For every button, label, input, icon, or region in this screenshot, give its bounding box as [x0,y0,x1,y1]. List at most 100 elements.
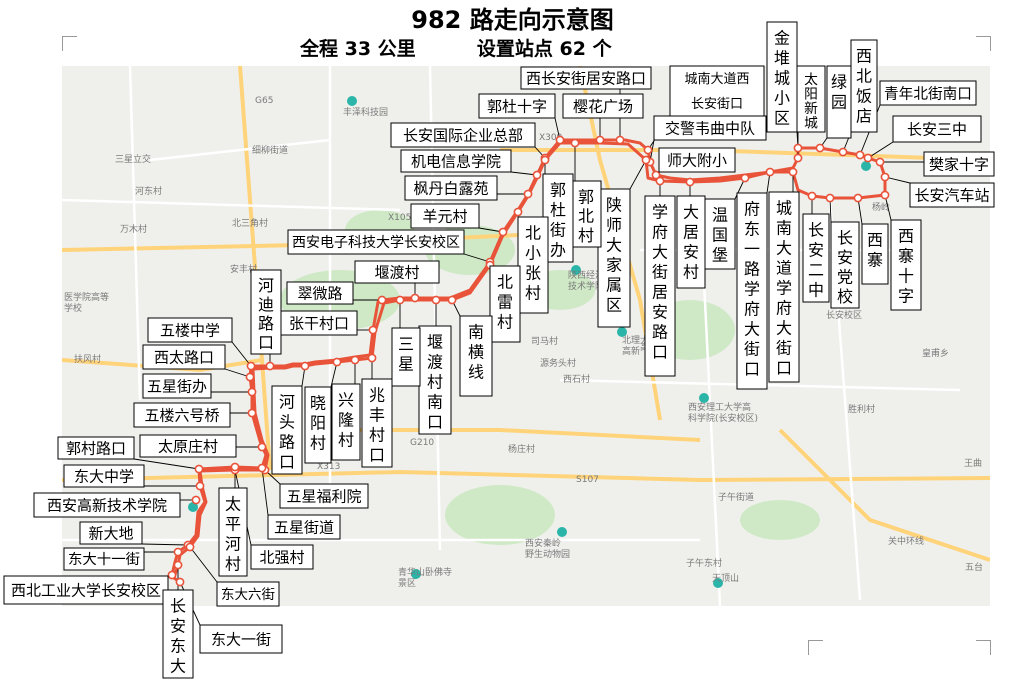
bus-stop-marker[interactable] [570,138,580,148]
stop-label[interactable]: 新大地 [79,521,143,545]
bus-stop-marker[interactable] [195,481,205,491]
stop-label[interactable]: 樱花广场 [562,93,644,119]
bus-stop-marker[interactable] [793,143,803,153]
stop-label[interactable]: 东大十一街 [63,547,145,571]
bus-stop-marker[interactable] [245,372,255,382]
stop-label[interactable]: 北雷村 [489,265,521,343]
bus-stop-marker[interactable] [175,577,185,587]
stop-label[interactable]: 金堆城小区 [766,21,798,133]
stop-label[interactable]: 长安党校 [830,221,860,309]
bus-stop-marker[interactable] [247,387,257,397]
bus-stop-marker[interactable] [410,293,420,303]
bus-stop-marker[interactable] [793,153,803,163]
bus-stop-marker[interactable] [532,170,542,180]
stop-label[interactable]: 南横线 [459,315,493,397]
bus-stop-marker[interactable] [595,135,605,145]
stop-label[interactable]: 兴隆村 [331,383,361,461]
stop-label[interactable]: 西寨 [861,223,889,285]
bus-stop-marker[interactable] [265,361,275,371]
bus-stop-marker[interactable] [555,135,565,145]
stop-label[interactable]: 师大附小 [658,147,736,173]
stop-label[interactable]: 河头路口 [271,385,303,475]
stop-label[interactable]: 长安三中 [892,115,982,143]
stop-label[interactable]: 东大一街 [199,624,283,654]
stop-label[interactable]: 晓阳村 [304,386,332,464]
bus-stop-marker[interactable] [447,295,457,305]
stop-label[interactable]: 羊元村 [410,203,480,229]
bus-stop-marker[interactable] [257,463,267,473]
stop-label[interactable]: 青年北街南口 [879,80,977,106]
bus-stop-marker[interactable] [246,361,256,371]
stop-label[interactable]: 温国堡 [704,198,736,270]
bus-stop-marker[interactable] [641,155,651,165]
stop-label[interactable]: 西太路口 [142,344,226,370]
bus-stop-marker[interactable] [765,167,775,177]
stop-label[interactable]: 交警韦曲中队 [653,115,767,141]
bus-stop-marker[interactable] [367,353,377,363]
stop-label[interactable]: 长安汽车站 [909,182,995,208]
bus-stop-marker[interactable] [247,408,257,418]
bus-stop-marker[interactable] [300,361,310,371]
bus-stop-marker[interactable] [655,176,665,186]
stop-label[interactable]: 西北工业大学长安校区 [3,575,169,605]
bus-stop-marker[interactable] [651,170,661,180]
stop-label[interactable]: 太原庄村 [139,434,237,458]
bus-stop-marker[interactable] [350,355,360,365]
stop-label[interactable]: 枫丹白露苑 [404,175,498,201]
stop-label[interactable]: 北强村 [250,544,314,570]
bus-stop-marker[interactable] [740,173,750,183]
stop-label[interactable]: 西安电子科技大学长安校区 [287,229,465,255]
bus-stop-marker[interactable] [615,135,625,145]
bus-stop-marker[interactable] [875,157,885,167]
stop-label[interactable]: 东大六街 [216,581,280,607]
bus-stop-marker[interactable] [395,295,405,305]
stop-label[interactable]: 北小张村 [517,216,549,314]
stop-label[interactable]: 五楼中学 [147,317,233,343]
bus-stop-marker[interactable] [332,357,342,367]
stop-label[interactable]: 长安二中 [802,213,830,303]
stop-label[interactable]: 太阳新城 [796,65,826,133]
stop-label[interactable]: 张干村口 [280,310,358,336]
bus-stop-marker[interactable] [230,462,240,472]
stop-label[interactable]: 东大中学 [63,464,145,488]
stop-label[interactable]: 郭杜十字 [478,93,556,119]
bus-stop-marker[interactable] [167,570,177,580]
bus-stop-marker[interactable] [523,189,533,199]
bus-stop-marker[interactable] [643,145,653,155]
stop-label[interactable]: 学府大街居安路口 [644,195,676,377]
stop-label[interactable]: 陕师大家属区 [597,188,631,328]
stop-label[interactable]: 西北饭店 [850,39,878,133]
bus-stop-marker[interactable] [855,150,865,160]
bus-stop-marker[interactable] [173,560,183,570]
bus-stop-marker[interactable] [368,325,378,335]
bus-stop-marker[interactable] [815,143,825,153]
stop-label[interactable]: 堰渡村南口 [418,325,452,435]
stop-label[interactable]: 五楼六号桥 [133,402,231,428]
stop-label[interactable]: 兆丰村口 [361,378,393,468]
stop-label[interactable]: 西寨十字 [890,219,922,311]
stop-label[interactable]: 翠微路 [286,281,354,305]
bus-stop-marker[interactable] [685,177,695,187]
bus-stop-marker[interactable] [880,172,890,182]
stop-label[interactable]: 绿园 [826,65,852,139]
stop-label[interactable]: 大居安村 [676,195,706,289]
bus-stop-marker[interactable] [191,495,201,505]
stop-label[interactable]: 郭村路口 [57,436,135,460]
stop-label[interactable]: 郭北村 [570,180,602,248]
stop-label[interactable]: 城南大道西长安街口 [669,65,765,117]
stop-label[interactable]: 西安高新技术学院 [33,492,181,518]
bus-stop-marker[interactable] [788,167,798,177]
stop-label[interactable]: 长安东大 [162,589,194,679]
bus-stop-marker[interactable] [853,193,863,203]
stop-label[interactable]: 长安国际企业总部 [390,122,536,148]
stop-label[interactable]: 三星 [391,327,421,387]
stop-label[interactable]: 堰渡村 [354,260,440,284]
bus-stop-marker[interactable] [825,193,835,203]
stop-label[interactable]: 五星街办 [142,373,212,399]
bus-stop-marker[interactable] [173,547,183,557]
bus-stop-marker[interactable] [540,155,550,165]
bus-stop-marker[interactable] [807,191,817,201]
stop-label[interactable]: 西长安街居安路口 [520,66,652,90]
bus-stop-marker[interactable] [194,464,204,474]
bus-stop-marker[interactable] [880,190,890,200]
